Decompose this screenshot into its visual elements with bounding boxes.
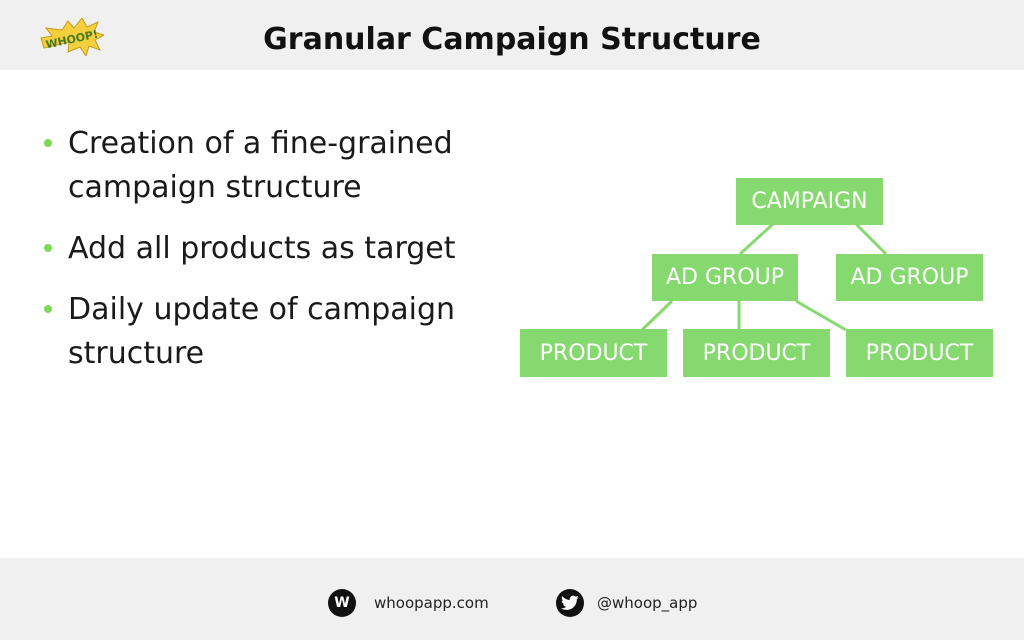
bullet-dot-icon [44, 305, 52, 313]
bullet-list: Creation of a fine-grained campaign stru… [44, 122, 484, 393]
bullet-dot-icon [44, 139, 52, 147]
node-product-1: PRODUCT [520, 329, 667, 377]
bullet-dot-icon [44, 244, 52, 252]
bullet-item: Daily update of campaign structure [44, 288, 484, 376]
header-band: WHOOP! Granular Campaign Structure [0, 0, 1024, 70]
page-title: Granular Campaign Structure [263, 22, 761, 57]
connector-adgroup-product-1 [640, 299, 674, 332]
twitter-bird-icon [556, 589, 584, 617]
node-ad-group-1: AD GROUP [652, 254, 798, 301]
whoop-logo-icon: WHOOP! [40, 18, 104, 56]
whoop-w-letter: W [334, 595, 350, 611]
whoop-w-icon: W [328, 589, 356, 617]
twitter-handle-link[interactable]: @whoop_app [597, 594, 698, 612]
bullet-item: Add all products as target [44, 227, 484, 271]
node-ad-group-2: AD GROUP [836, 254, 983, 301]
website-link[interactable]: whoopapp.com [374, 594, 489, 612]
bullet-text: Creation of a fine-grained campaign stru… [68, 126, 453, 205]
node-campaign: CAMPAIGN [736, 178, 883, 225]
bullet-text: Daily update of campaign structure [68, 292, 456, 371]
connector-adgroup-product-3 [795, 299, 847, 332]
footer-band: W whoopapp.com @whoop_app [0, 558, 1024, 640]
bullet-text: Add all products as target [68, 231, 456, 266]
connector-campaign-adgroup-1 [738, 222, 775, 256]
bullet-item: Creation of a fine-grained campaign stru… [44, 122, 484, 210]
node-product-2: PRODUCT [683, 329, 830, 377]
node-product-3: PRODUCT [846, 329, 993, 377]
connector-campaign-adgroup-2 [854, 222, 888, 256]
